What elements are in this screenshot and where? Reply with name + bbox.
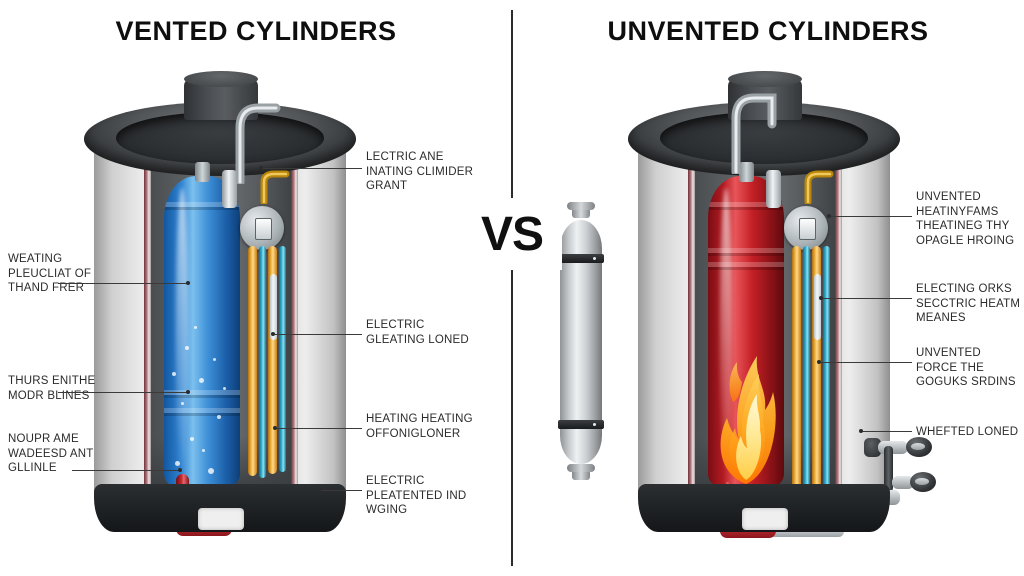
vessel-gloss-highlight [720, 188, 733, 470]
sensor-probe-pipe [270, 274, 277, 340]
leader-line [58, 283, 188, 284]
coolant-pipe [259, 246, 266, 478]
control-indicator-window [799, 218, 816, 240]
callout-vented-right-2: ELECTRIC GLEATING LONED [366, 319, 469, 346]
leader-endpoint [819, 296, 823, 300]
callout-unvented-3: UNVENTED FORCE THE GOGUKS SRDINS [916, 347, 1016, 389]
vessel-band [708, 202, 784, 207]
expansion-vessel-bottom-cap [567, 464, 595, 480]
cutaway-edge-left [144, 124, 151, 516]
cutaway-edge-right [835, 124, 842, 516]
panel-divider [511, 10, 513, 566]
leader-line [262, 168, 362, 169]
leader-line [274, 334, 362, 335]
leader-endpoint [317, 488, 321, 492]
cutaway-edge-left [688, 124, 695, 516]
leader-endpoint [186, 390, 190, 394]
callout-vented-right-3: HEATING HEATING OFFONIGLONER [366, 413, 473, 440]
callout-vented-left-1: WEATING PLEUCLIAT OF THAND FRER [8, 253, 92, 295]
valve-knob-upper[interactable] [906, 437, 932, 457]
vessel-top-fitting [195, 162, 210, 182]
leader-line [830, 216, 912, 217]
vessel-band [164, 202, 240, 207]
vessel-band [708, 262, 784, 267]
coolant-pipe [803, 246, 810, 498]
expansion-vessel [558, 202, 604, 482]
cylinder-rim-inner [660, 112, 868, 164]
leader-endpoint [271, 332, 275, 336]
brass-gas-elbow [260, 170, 290, 204]
vented-cylinder-illustration [72, 71, 372, 548]
discharge-gooseneck-pipe [728, 84, 788, 174]
callout-unvented-1: UNVENTED HEATINYFAMS THEATINEG THY OPAGL… [916, 191, 1015, 248]
leader-line [862, 431, 912, 432]
valve-knob-lower[interactable] [910, 472, 936, 492]
heating-element-pipe [248, 246, 257, 476]
leader-line [320, 490, 362, 491]
callout-vented-left-3: NOUPR AME WADEESD ANT GLLINLE [8, 433, 94, 475]
heating-element-pipe [792, 246, 801, 496]
flue-gooseneck-pipe [232, 94, 292, 184]
valve-stem [892, 476, 914, 489]
flame-graphic [713, 306, 779, 486]
expansion-vessel-top-cap [567, 202, 595, 218]
inner-water-vessel [164, 176, 240, 488]
sensor-probe-pipe [814, 274, 821, 340]
expansion-vessel-strap [558, 420, 604, 429]
callout-vented-left-2: THURS ENITHE MODR BLINES [8, 375, 96, 402]
vessel-band [164, 408, 240, 413]
heating-element-pipe [268, 246, 277, 474]
coolant-pipe [279, 246, 286, 472]
leader-line [58, 392, 188, 393]
gas-control-valve [784, 206, 828, 250]
cylinder-base-notch [742, 508, 788, 530]
leader-endpoint [859, 429, 863, 433]
inner-heated-vessel [708, 176, 784, 488]
vessel-gloss-highlight [176, 188, 189, 470]
valve-stem [878, 441, 908, 454]
water-bubbles [164, 307, 240, 488]
thermostat-probe [222, 170, 237, 208]
leader-endpoint [273, 426, 277, 430]
cylinder-rim-inner [116, 112, 324, 164]
brass-gas-elbow [804, 170, 834, 204]
leader-endpoint [178, 468, 182, 472]
vessel-band [164, 390, 240, 395]
valve-collar [864, 438, 881, 457]
leader-endpoint [186, 281, 190, 285]
cutaway-edge-right [291, 124, 298, 516]
thermostat-probe [766, 170, 781, 208]
vs-badge: VS [462, 198, 562, 270]
leader-endpoint [817, 360, 821, 364]
leader-endpoint [827, 214, 831, 218]
page-title-vented: VENTED CYLINDERS [115, 16, 397, 46]
unvented-cylinder-illustration [558, 71, 936, 548]
vessel-top-fitting [739, 162, 754, 182]
coolant-pipe [823, 246, 830, 492]
leader-line [276, 428, 362, 429]
cylinder-base-notch [198, 508, 244, 530]
leader-line [820, 362, 912, 363]
page-title-unvented: UNVENTED CYLINDERS [607, 16, 929, 46]
valve-tee-body [884, 446, 893, 492]
control-indicator-window [255, 218, 272, 240]
callout-unvented-4: WHEFTED LONED [916, 426, 1019, 438]
gas-control-valve [240, 206, 284, 250]
expansion-vessel-strap [558, 254, 604, 263]
leader-line [72, 470, 180, 471]
callout-unvented-2: ELECTING ORKS SECCTRIC HEATM MEANES [916, 283, 1021, 325]
leader-line [822, 298, 912, 299]
callout-vented-right-4: ELECTRIC PLEATENTED IND WGING [366, 475, 467, 517]
heating-element-pipe [812, 246, 821, 494]
leader-endpoint [259, 166, 263, 170]
callout-vented-right-1: LECTRIC ANE INATING CLIMIDER GRANT [366, 151, 474, 193]
vessel-band [708, 248, 784, 253]
